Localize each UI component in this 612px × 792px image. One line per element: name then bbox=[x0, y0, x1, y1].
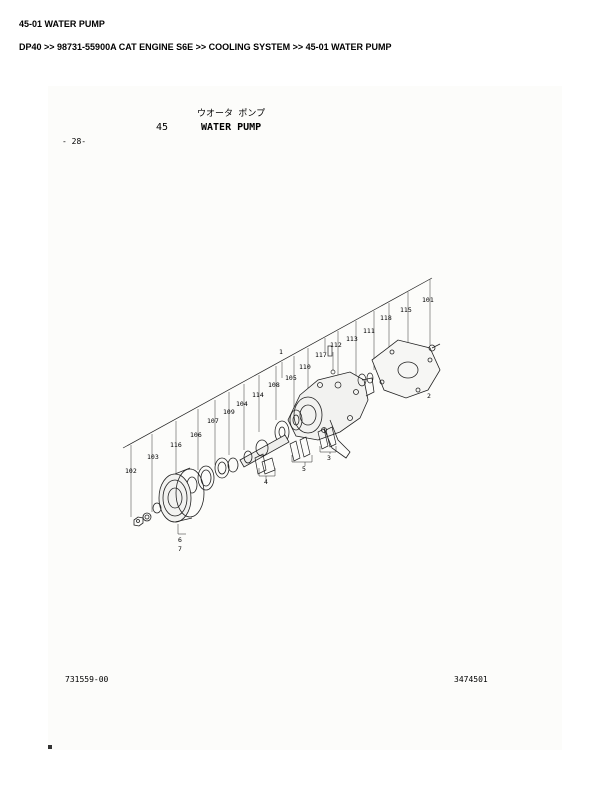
callout-105: 105 bbox=[285, 374, 297, 382]
diagram-title-japanese: ウオータ ポンプ bbox=[197, 109, 266, 119]
callout-117: 117 bbox=[315, 351, 327, 359]
diagram-section-number: 45 bbox=[156, 122, 169, 133]
callout-106: 106 bbox=[190, 431, 202, 439]
callout-101: 101 bbox=[422, 296, 434, 304]
callout-4: 4 bbox=[264, 478, 268, 486]
pump-seals-right bbox=[327, 345, 374, 389]
callout-110: 110 bbox=[299, 363, 311, 371]
callout-108: 108 bbox=[268, 381, 280, 389]
callout-116: 116 bbox=[170, 441, 182, 449]
callout-111: 111 bbox=[363, 327, 375, 335]
breadcrumb: DP40 >> 98731-55900A CAT ENGINE S6E >> C… bbox=[19, 42, 392, 52]
diagram-page-ref: - 28- bbox=[62, 137, 87, 146]
callout-109: 109 bbox=[223, 408, 235, 416]
page-title: 45-01 WATER PUMP bbox=[19, 19, 105, 29]
callout-115: 115 bbox=[400, 306, 412, 314]
diagram-footer-left: 731559-00 bbox=[65, 675, 109, 684]
callout-labels: 101 115 118 111 113 112 117 1 110 105 10… bbox=[125, 296, 434, 553]
callout-118: 118 bbox=[380, 314, 392, 322]
diagram-section-name: WATER PUMP bbox=[201, 122, 262, 133]
callout-103: 103 bbox=[147, 453, 159, 461]
callout-113: 113 bbox=[346, 335, 358, 343]
diagram-footer-right: 3474501 bbox=[454, 675, 488, 684]
callout-6: 6 bbox=[178, 536, 182, 544]
callout-107: 107 bbox=[207, 417, 219, 425]
shaft-seal-assembly bbox=[186, 409, 303, 494]
callout-1: 1 bbox=[279, 348, 283, 356]
callout-104: 104 bbox=[236, 400, 248, 408]
scan-mark bbox=[48, 745, 52, 749]
pulley-nut-washer bbox=[133, 512, 152, 527]
bolt-group-brackets bbox=[177, 446, 337, 535]
callout-5: 5 bbox=[302, 465, 306, 473]
callout-102: 102 bbox=[125, 467, 137, 475]
callout-2: 2 bbox=[427, 392, 431, 400]
callout-3: 3 bbox=[327, 454, 331, 462]
callout-112: 112 bbox=[330, 341, 342, 349]
pump-cover bbox=[371, 339, 441, 399]
callout-7: 7 bbox=[178, 545, 182, 553]
pump-pulley bbox=[152, 467, 205, 523]
leader-baseline bbox=[122, 277, 433, 449]
callout-114: 114 bbox=[252, 391, 264, 399]
pump-housing bbox=[287, 371, 375, 459]
